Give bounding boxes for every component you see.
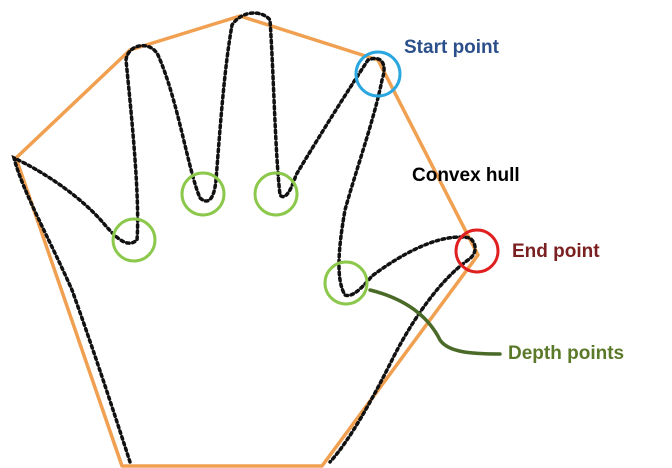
start-point-marker <box>354 50 402 98</box>
convex-hull-label: Convex hull <box>412 165 520 186</box>
end-point-marker <box>454 228 500 274</box>
depth-point-marker <box>111 217 157 263</box>
convex-hull-outline <box>14 14 480 468</box>
hand-contour <box>11 11 477 464</box>
depth-points-label: Depth points <box>508 343 625 364</box>
depth-point-marker <box>323 260 369 306</box>
start-point-label: Start point <box>404 37 499 58</box>
depth-point-marker <box>253 171 299 217</box>
depth-point-marker <box>180 171 226 217</box>
depth-points-leader-line <box>368 288 502 356</box>
end-point-label: End point <box>512 241 600 262</box>
